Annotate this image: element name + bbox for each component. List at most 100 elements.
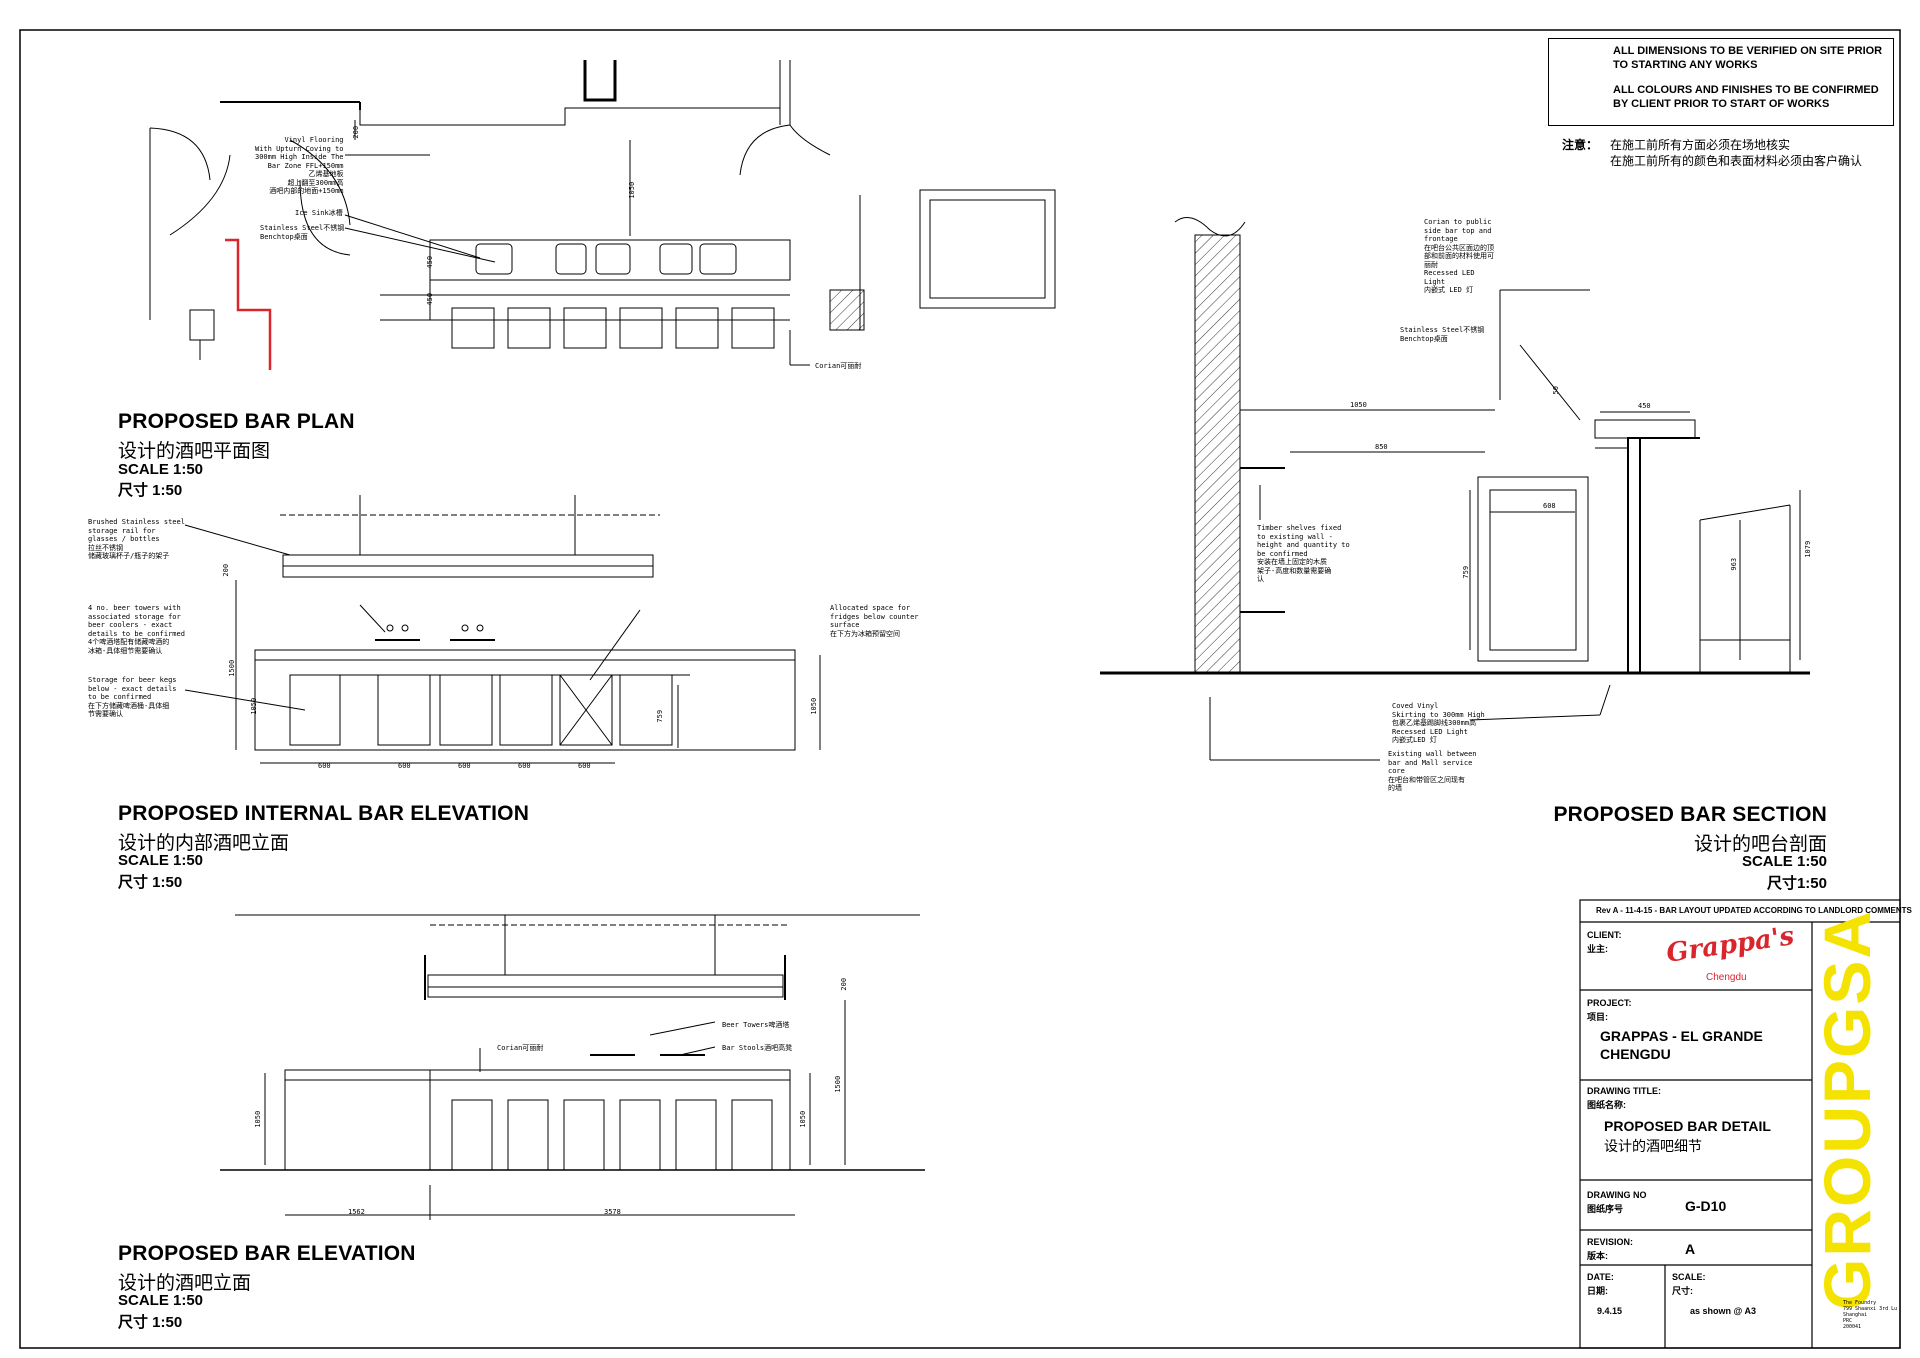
note-finishes: ALL COLOURS AND FINISHES TO BE CONFIRMED…	[1613, 84, 1879, 110]
note-cn-label: 注意：	[1562, 138, 1599, 152]
tb-project-line2: CHENGDU	[1600, 1046, 1671, 1062]
sec-note-benchtop: Stainless Steel不锈钢 Benchtop桌面	[1400, 326, 1485, 343]
int-dim-600-3: 600	[458, 762, 471, 770]
tb-revision: A	[1685, 1241, 1696, 1257]
elev-title: PROPOSED BAR ELEVATION	[118, 1242, 416, 1265]
tb-scale-value: as shown @ A3	[1690, 1306, 1756, 1316]
sec-title-cn: 设计的吧台剖面	[1693, 834, 1827, 855]
note-dimensions: ALL DIMENSIONS TO BE VERIFIED ON SITE PR…	[1613, 45, 1883, 71]
tb-client-label: CLIENT:	[1587, 930, 1622, 940]
plan-note-benchtop: Stainless Steel不锈钢 Benchtop桌面	[260, 224, 345, 241]
sec-note-shelves: Timber shelves fixed to existing wall - …	[1257, 524, 1350, 583]
tb-drawing-title-label-cn: 图纸名称:	[1587, 1100, 1626, 1110]
int-dim-rail: 200	[222, 563, 231, 577]
sec-dim-963: 963	[1730, 557, 1739, 571]
tb-drawing-no-label: DRAWING NO	[1587, 1190, 1647, 1200]
tb-drawing-no: G-D10	[1685, 1198, 1727, 1214]
elev-note-towers: Beer Towers啤酒塔	[722, 1021, 790, 1029]
sec-dim-850: 850	[1375, 443, 1388, 451]
sec-dim-450: 450	[1638, 402, 1651, 410]
plan-title: PROPOSED BAR PLAN	[118, 410, 355, 433]
tb-project-label: PROJECT:	[1587, 998, 1632, 1008]
note-cn-2: 在施工前所有的颜色和表面材料必须由客户确认	[1610, 154, 1863, 168]
plan-title-cn: 设计的酒吧平面图	[118, 441, 271, 462]
client-city: Chengdu	[1706, 972, 1747, 983]
tb-project-line1: GRAPPAS - EL GRANDE	[1600, 1028, 1763, 1044]
int-dim-1500: 1500	[228, 659, 237, 677]
elev-title-cn: 设计的酒吧立面	[118, 1273, 252, 1294]
plan-dim-450-a: 450	[426, 255, 435, 269]
sec-note-wall: Existing wall between bar and Mall servi…	[1388, 750, 1477, 792]
tb-revision-label-cn: 版本:	[1587, 1251, 1608, 1261]
elev-scale: SCALE 1:50	[118, 1292, 204, 1309]
tb-date-label-cn: 日期:	[1587, 1286, 1608, 1296]
plan-scale-cn: 尺寸 1:50	[118, 482, 183, 499]
company-logo: GROUPGSA	[1810, 909, 1884, 1310]
plan-note-flooring: Vinyl Flooring With Upturn Coving to 300…	[255, 136, 344, 195]
sheet-border	[19, 29, 1901, 1349]
tb-date: 9.4.15	[1597, 1306, 1623, 1316]
sec-dim-50: 50	[1551, 386, 1560, 395]
sec-title: PROPOSED BAR SECTION	[1553, 803, 1827, 826]
int-title: PROPOSED INTERNAL BAR ELEVATION	[118, 802, 530, 825]
tb-client-label-cn: 业主:	[1587, 944, 1608, 954]
tb-scale-label: SCALE:	[1672, 1272, 1706, 1282]
sec-dim-759: 759	[1462, 565, 1471, 579]
int-dim-600-5: 600	[578, 762, 591, 770]
elev-scale-cn: 尺寸 1:50	[118, 1314, 183, 1331]
note-cn-1: 在施工前所有方面必须在场地核实	[1610, 138, 1791, 152]
plan-dim-200: 200	[352, 125, 361, 139]
elev-dim-1500: 1500	[834, 1075, 843, 1093]
bar-elevation-drawing	[220, 914, 925, 1220]
int-note-towers: 4 no. beer towers with associated storag…	[88, 604, 185, 655]
plan-dim-1050: 1050	[628, 181, 637, 199]
elev-note-stools: Bar Stools酒吧高凳	[722, 1044, 793, 1052]
int-title-cn: 设计的内部酒吧立面	[118, 833, 290, 854]
int-dim-759: 759	[656, 709, 665, 723]
sec-note-coved: Coved Vinyl Skirting to 300mm High 包裹乙烯基…	[1392, 702, 1485, 744]
plan-note-corian: Corian可丽耐	[815, 362, 862, 370]
tb-scale-label-cn: 尺寸:	[1672, 1286, 1693, 1296]
sec-dim-608: 608	[1543, 502, 1556, 510]
title-block-frame	[1579, 899, 1901, 1349]
tb-project-label-cn: 项目:	[1587, 1012, 1608, 1022]
general-notes-box: ALL DIMENSIONS TO BE VERIFIED ON SITE PR…	[1548, 38, 1894, 126]
sec-dim-1050: 1050	[1350, 401, 1367, 409]
tb-drawing-title-cn: 设计的酒吧细节	[1604, 1138, 1702, 1154]
tb-drawing-title: PROPOSED BAR DETAIL	[1604, 1118, 1771, 1134]
sec-dim-1079: 1079	[1804, 540, 1813, 558]
plan-dim-450-b: 450	[426, 292, 435, 306]
plan-note-ice-sink: Ice Sink冰槽	[295, 209, 343, 217]
int-dim-600-2: 600	[398, 762, 411, 770]
plan-scale: SCALE 1:50	[118, 461, 204, 478]
elev-dim-1050-right: 1050	[799, 1110, 808, 1128]
elev-dim-1562: 1562	[348, 1208, 365, 1216]
bar-plan-drawing	[149, 60, 1056, 370]
company-address: The Foundry 799 Shaanxi 3rd Lu Shanghai …	[1843, 1300, 1898, 1330]
tb-revision-note: Rev A - 11-4-15 - BAR LAYOUT UPDATED ACC…	[1596, 906, 1912, 915]
int-note-fridges: Allocated space for fridges below counte…	[830, 604, 919, 638]
int-note-kegs: Storage for beer kegs below - exact deta…	[88, 676, 177, 718]
elev-dim-3578: 3578	[604, 1208, 621, 1216]
int-scale: SCALE 1:50	[118, 852, 204, 869]
int-scale-cn: 尺寸 1:50	[118, 874, 183, 891]
sec-scale: SCALE 1:50	[1741, 853, 1827, 870]
tb-date-label: DATE:	[1587, 1272, 1614, 1282]
int-dim-600-4: 600	[518, 762, 531, 770]
int-dim-1050-right: 1050	[810, 697, 819, 715]
elev-note-corian: Corian可丽耐	[497, 1044, 544, 1052]
internal-elevation-drawing	[184, 495, 821, 764]
tb-drawing-no-label-cn: 图纸序号	[1587, 1204, 1624, 1214]
elev-dim-rail: 200	[840, 977, 849, 991]
company-logo-text: GROUPGSA	[1810, 909, 1884, 1310]
int-dim-1050-left: 1050	[250, 697, 259, 715]
tb-drawing-title-label: DRAWING TITLE:	[1587, 1086, 1661, 1096]
sec-note-corian: Corian to public side bar top and fronta…	[1424, 218, 1494, 294]
sec-scale-cn: 尺寸1:50	[1766, 875, 1827, 892]
bar-section-drawing	[1100, 217, 1810, 761]
tb-revision-label: REVISION:	[1587, 1237, 1634, 1247]
int-dim-600-1: 600	[318, 762, 331, 770]
int-note-rail: Brushed Stainless steel storage rail for…	[88, 518, 185, 560]
